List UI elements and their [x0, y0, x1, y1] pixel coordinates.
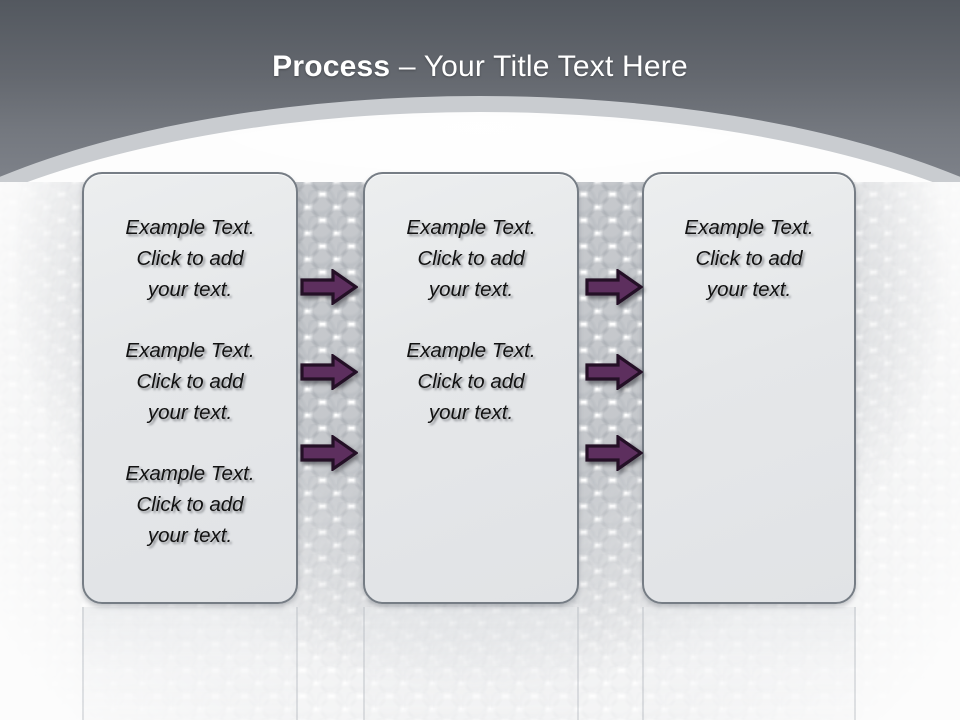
text-block[interactable]: Example Text. Click to add your text.	[406, 216, 536, 301]
right-arrow-icon[interactable]	[585, 435, 643, 471]
page-title-bold: Process	[272, 50, 391, 83]
process-column-3[interactable]: Example Text. Click to add your text.	[642, 172, 856, 604]
column-2-reflection	[363, 607, 579, 720]
column-1-reflection	[82, 607, 298, 720]
process-column-2[interactable]: Example Text. Click to add your text. Ex…	[363, 172, 579, 604]
right-arrow-icon[interactable]	[300, 435, 358, 471]
right-arrow-icon[interactable]	[300, 354, 358, 390]
text-block[interactable]: Example Text. Click to add your text.	[125, 339, 255, 424]
right-arrow-icon[interactable]	[300, 269, 358, 305]
header-band	[0, 0, 960, 182]
page-title-rest: – Your Title Text Here	[390, 50, 688, 83]
column-3-reflection	[642, 607, 856, 720]
text-block[interactable]: Example Text. Click to add your text.	[684, 216, 814, 301]
right-arrow-icon[interactable]	[585, 269, 643, 305]
text-block[interactable]: Example Text. Click to add your text.	[125, 216, 255, 301]
text-block[interactable]: Example Text. Click to add your text.	[406, 339, 536, 424]
right-arrow-icon[interactable]	[585, 354, 643, 390]
page-title: Process – Your Title Text Here	[0, 50, 960, 84]
process-column-1[interactable]: Example Text. Click to add your text. Ex…	[82, 172, 298, 604]
text-block[interactable]: Example Text. Click to add your text.	[125, 462, 255, 547]
